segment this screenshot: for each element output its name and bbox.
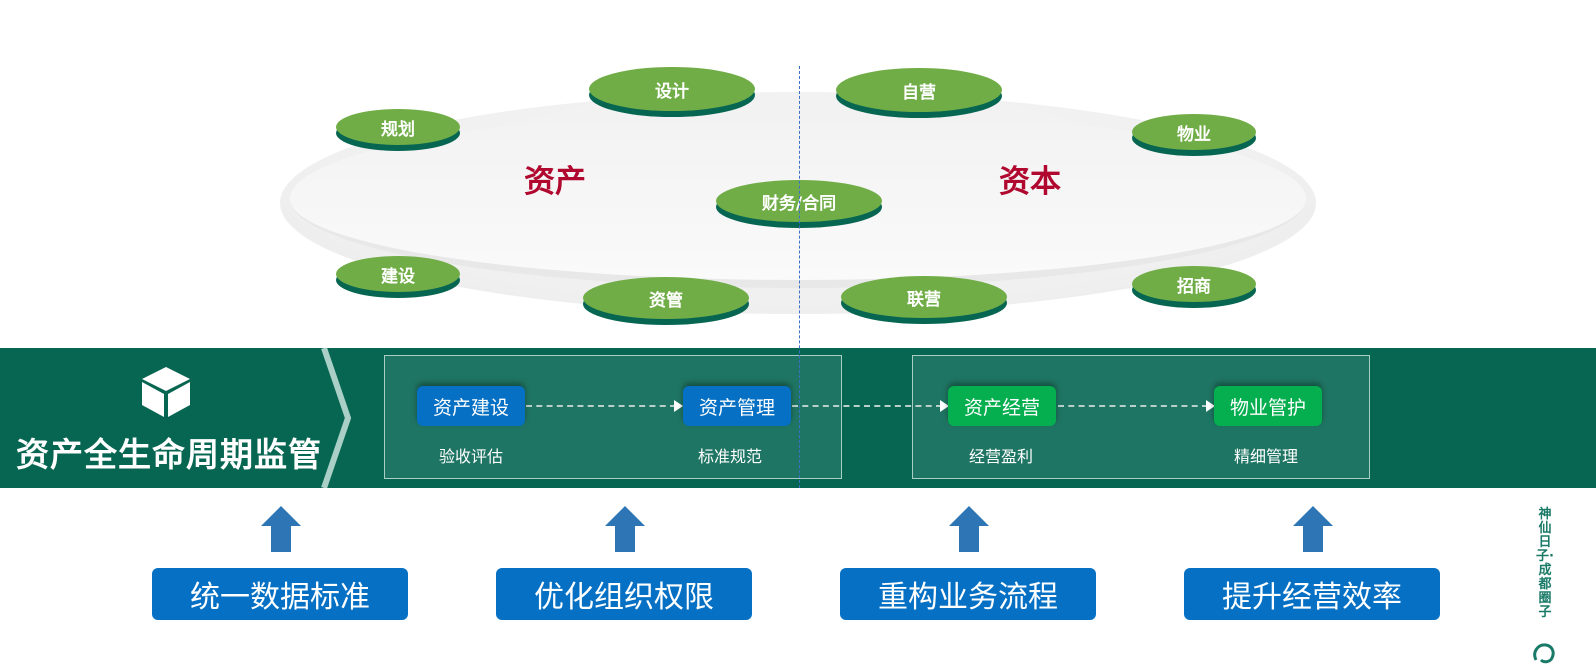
stage-asset-construction: 资产建设 bbox=[417, 386, 525, 426]
arrow-up-icon bbox=[1293, 506, 1333, 552]
stage-sub-label: 精细管理 bbox=[1233, 447, 1298, 466]
arrow-up-icon bbox=[261, 506, 301, 552]
flow-connector bbox=[792, 405, 942, 407]
watermark-text: 神仙日子·成都圈子 bbox=[1536, 507, 1554, 620]
stage-asset-management: 资产管理 bbox=[683, 386, 791, 426]
goal-unify-data-standards: 统一数据标准 bbox=[152, 568, 408, 620]
disc-self-operation: 自营 bbox=[836, 68, 1002, 112]
vertical-divider bbox=[799, 66, 800, 488]
stage-sub-label: 经营盈利 bbox=[968, 447, 1033, 466]
arrow-up-icon bbox=[605, 506, 645, 552]
disc-joint-operation: 联营 bbox=[841, 276, 1007, 318]
goal-restructure-processes: 重构业务流程 bbox=[840, 568, 1096, 620]
stage-asset-operation: 资产经营 bbox=[948, 386, 1056, 426]
disc-construction: 建设 bbox=[336, 256, 460, 292]
goal-optimize-permissions: 优化组织权限 bbox=[496, 568, 752, 620]
stage-sub-label: 标准规范 bbox=[697, 447, 762, 466]
flow-arrowhead-icon bbox=[940, 400, 949, 412]
flow-arrowhead-icon bbox=[1206, 400, 1215, 412]
disc-design: 设计 bbox=[589, 67, 755, 111]
disc-investment-attraction: 招商 bbox=[1132, 266, 1256, 302]
disc-property: 物业 bbox=[1132, 114, 1256, 150]
arrow-up-icon bbox=[949, 506, 989, 552]
stage-sub-label: 验收评估 bbox=[438, 447, 503, 466]
cube-icon bbox=[142, 367, 190, 417]
stage-property-maintenance: 物业管护 bbox=[1214, 386, 1322, 426]
chevron-divider-icon bbox=[321, 348, 352, 488]
capital-label: 资本 bbox=[999, 164, 1061, 200]
disc-asset-management: 资管 bbox=[583, 277, 749, 319]
flow-arrowhead-icon bbox=[674, 400, 683, 412]
flow-connector bbox=[526, 405, 676, 407]
disc-planning: 规划 bbox=[336, 109, 460, 145]
band-title: 资产全生命周期监管 bbox=[16, 435, 322, 474]
goal-improve-efficiency: 提升经营效率 bbox=[1184, 568, 1440, 620]
asset-label: 资产 bbox=[524, 164, 586, 200]
watermark-logo-icon bbox=[1533, 643, 1555, 664]
flow-connector bbox=[1058, 405, 1208, 407]
